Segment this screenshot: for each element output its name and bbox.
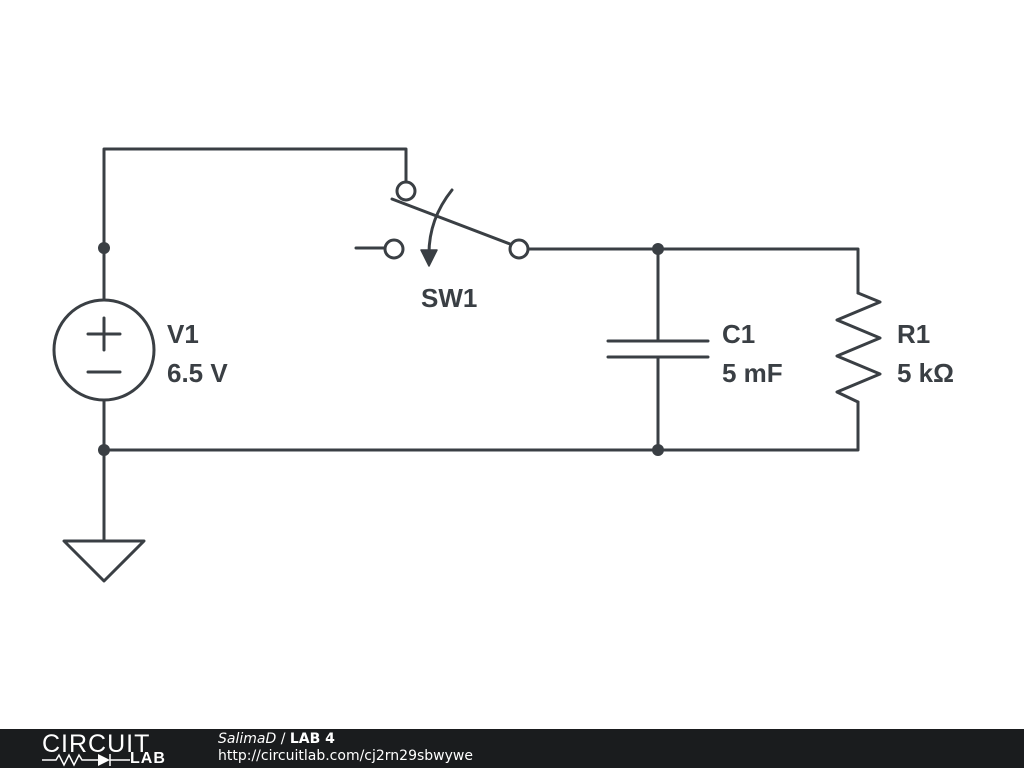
r1-name-label: R1 <box>897 319 930 349</box>
junction-dot <box>652 444 664 456</box>
junction-dot <box>98 242 110 254</box>
wire-top-left <box>102 147 408 250</box>
title-separator: / <box>276 731 290 747</box>
resistor-r1[interactable] <box>835 291 882 404</box>
switch-terminal-right <box>508 238 530 260</box>
circuit-url[interactable]: http://circuitlab.com/cj2rn29sbwywe <box>218 748 473 764</box>
switch-arc <box>427 188 454 259</box>
junction-dot <box>652 243 664 255</box>
plus-icon <box>86 316 122 352</box>
voltage-source-v1[interactable] <box>52 298 156 402</box>
circuit-meta: SalimaD / LAB 4 http://circuitlab.com/cj… <box>218 731 473 765</box>
r1-value-label: 5 kΩ <box>897 358 954 388</box>
wire-bottom <box>102 400 860 452</box>
v1-name-label: V1 <box>167 319 199 349</box>
circuitlab-logo[interactable]: CIRCUIT LAB <box>42 731 177 767</box>
ground-icon[interactable] <box>62 539 146 583</box>
switch-terminal-left <box>383 238 405 260</box>
circuit-title[interactable]: LAB 4 <box>289 731 335 747</box>
wire-switch-out <box>526 247 860 295</box>
switch-terminal-top <box>395 180 417 202</box>
footer-bar: CIRCUIT LAB SalimaD / LAB 4 http://circu… <box>0 729 1024 768</box>
switch-sw1[interactable] <box>383 180 530 260</box>
c1-name-label: C1 <box>722 319 755 349</box>
v1-value-label: 6.5 V <box>167 358 228 388</box>
c1-value-label: 5 mF <box>722 358 783 388</box>
logo-text-bottom: LAB <box>130 750 166 767</box>
switch-arrow-icon <box>420 249 438 267</box>
sw1-name-label: SW1 <box>421 283 477 313</box>
capacitor-c1[interactable] <box>606 339 710 359</box>
switch-blade <box>390 197 512 246</box>
resistor-diode-icon <box>42 753 130 767</box>
author-link[interactable]: SalimaD <box>218 731 277 747</box>
logo-text-top: CIRCUIT <box>42 730 151 758</box>
author-title-line: SalimaD / LAB 4 <box>218 731 473 748</box>
junction-dot <box>98 444 110 456</box>
